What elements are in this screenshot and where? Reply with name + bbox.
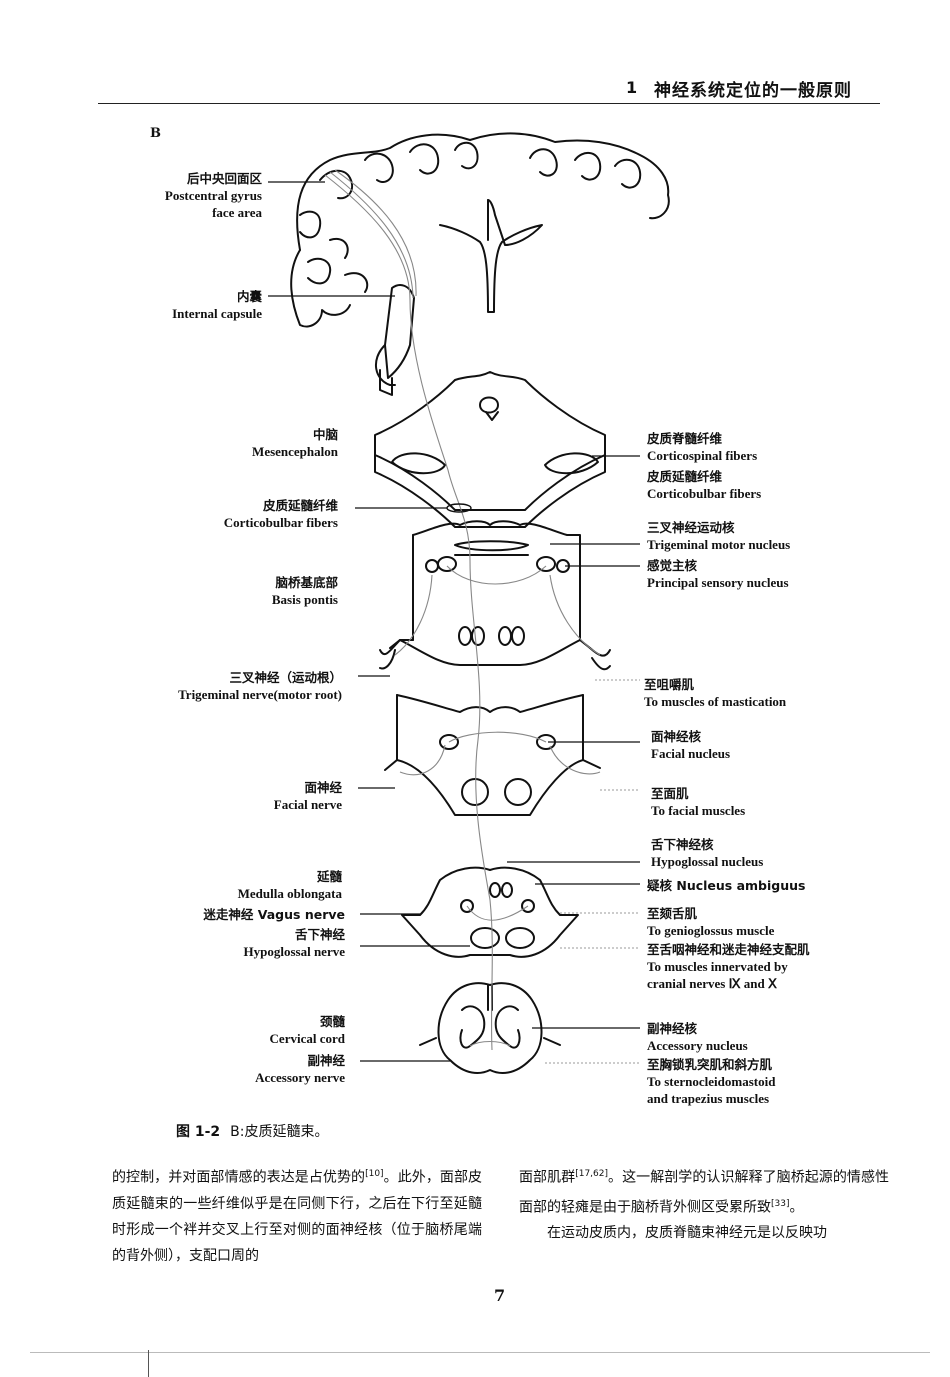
brain-coronal-section xyxy=(290,132,670,396)
label-facial-nerve: 面神经 Facial nerve xyxy=(273,780,342,812)
page-number: 7 xyxy=(494,1286,506,1305)
label-corticobulbar-fibers-left: 皮质延髓纤维 Corticobulbar fibers xyxy=(223,498,338,530)
paragraph: 在运动皮质内，皮质脊髓束神经元是以反映功 xyxy=(519,1225,827,1242)
footer-tick xyxy=(148,1350,149,1377)
figure-number: 图 1-2 xyxy=(176,1124,221,1140)
paragraph: 面部肌群[17,62]。这一解剖学的认识解释了脑桥起源的情感性面部的轻瘫是由于脑… xyxy=(519,1169,890,1216)
label-cervical-cord: 颈髓 Cervical cord xyxy=(269,1014,345,1046)
figure-caption: 图 1-2 B:皮质延髓束。 xyxy=(176,1121,329,1141)
label-hypoglossal-nerve: 舌下神经 Hypoglossal nerve xyxy=(243,927,345,959)
header-rule xyxy=(98,103,880,104)
anatomy-figure xyxy=(268,132,670,1074)
label-nucleus-ambiguus: 疑核 Nucleus ambiguus xyxy=(647,878,806,893)
body-column-left: 的控制，并对面部情感的表达是占优势的[10]。此外，面部皮质延髓束的一些纤维似乎… xyxy=(112,1161,482,1269)
label-vagus-nerve: 迷走神经 Vagus nerve xyxy=(203,907,345,922)
citation: [10] xyxy=(365,1169,384,1179)
figure-caption-text: B:皮质延髓束。 xyxy=(230,1124,329,1140)
label-principal-sensory-nucleus: 感觉主核 Principal sensory nucleus xyxy=(647,558,789,590)
label-basis-pontis: 脑桥基底部 Basis pontis xyxy=(271,575,338,607)
label-hypoglossal-nucleus: 舌下神经核 Hypoglossal nucleus xyxy=(651,837,764,869)
label-trigeminal-motor-nucleus: 三叉神经运动核 Trigeminal motor nucleus xyxy=(647,520,791,552)
chapter-title: 神经系统定位的一般原则 xyxy=(654,81,852,101)
label-accessory-nerve: 副神经 Accessory nerve xyxy=(255,1053,345,1085)
label-mesencephalon: 中脑 Mesencephalon xyxy=(252,427,338,459)
cervical-cord-slab xyxy=(419,982,561,1074)
label-trigeminal-nerve: 三叉神经（运动根） Trigeminal nerve(motor root) xyxy=(178,670,342,702)
pons-slab xyxy=(379,520,611,671)
footer-rule xyxy=(30,1352,930,1353)
citation: [17,62] xyxy=(575,1169,608,1179)
chapter-number: 1 xyxy=(626,78,638,97)
label-sternocleidomastoid: 至胸锁乳突肌和斜方肌 To sternocleidomastoid and tr… xyxy=(647,1057,776,1106)
label-postcentral-gyrus: 后中央回面区 Postcentral gyrus face area xyxy=(164,171,262,220)
label-corticospinal-fibers: 皮质脊髓纤维 Corticospinal fibers xyxy=(647,431,758,463)
label-cranial-nerves-ix-x: 至舌咽神经和迷走神经支配肌 To muscles innervated by c… xyxy=(647,942,810,991)
body-column-right: 面部肌群[17,62]。这一解剖学的认识解释了脑桥起源的情感性面部的轻瘫是由于脑… xyxy=(519,1161,889,1246)
facial-level-slab xyxy=(384,694,601,816)
paragraph: 的控制，并对面部情感的表达是占优势的[10]。此外，面部皮质延髓束的一些纤维似乎… xyxy=(112,1169,483,1264)
label-internal-capsule: 内囊 Internal capsule xyxy=(172,289,262,321)
label-medulla-oblongata: 延髓 Medulla oblongata xyxy=(237,869,342,901)
running-header: 1 神经系统定位的一般原则 xyxy=(98,74,878,102)
label-facial-nucleus: 面神经核 Facial nucleus xyxy=(651,729,731,761)
label-corticobulbar-fibers-right: 皮质延髓纤维 Corticobulbar fibers xyxy=(647,469,762,501)
citation: [33] xyxy=(771,1198,790,1209)
label-muscles-of-mastication: 至咀嚼肌 To muscles of mastication xyxy=(644,677,787,709)
mesencephalon-slab xyxy=(374,371,606,528)
label-genioglossus: 至颏舌肌 To genioglossus muscle xyxy=(647,906,775,938)
label-facial-muscles: 至面肌 To facial muscles xyxy=(651,786,746,818)
label-accessory-nucleus: 副神经核 Accessory nucleus xyxy=(647,1021,748,1053)
panel-label: B xyxy=(150,126,161,141)
medulla-slab xyxy=(401,866,579,958)
